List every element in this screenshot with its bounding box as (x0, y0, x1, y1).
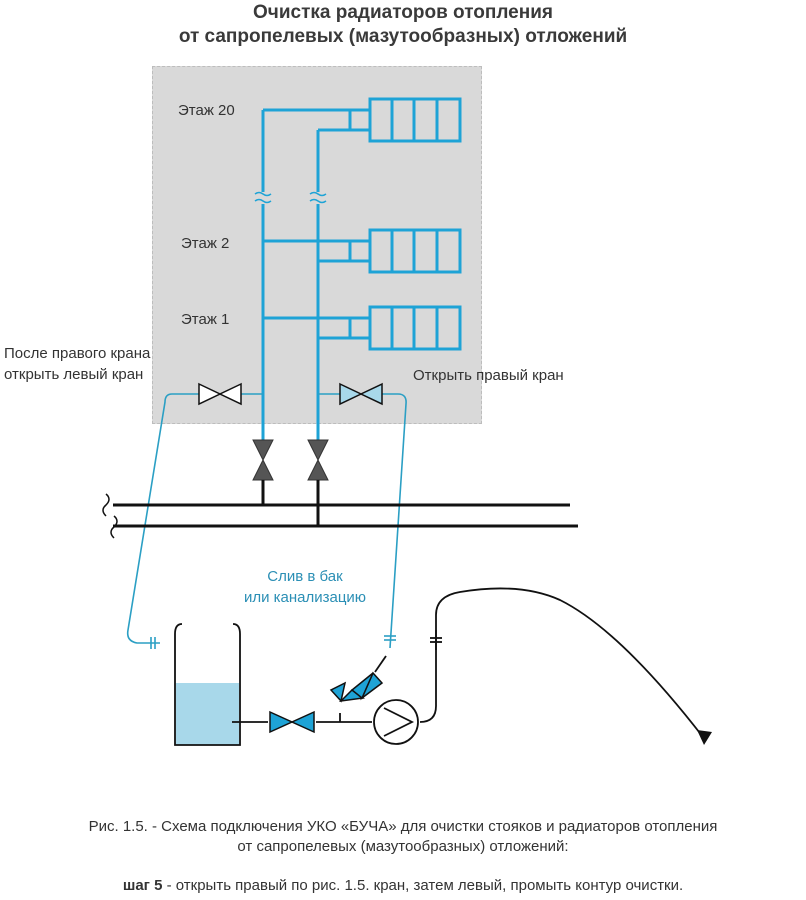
right-flush-hose (318, 393, 407, 649)
diagram-title-line2: от сапропелевых (мазутообразных) отложен… (178, 26, 628, 47)
caption-line2: от сапропелевых (мазутообразных) отложен… (237, 838, 569, 855)
drain-label-line2: или канализацию (243, 589, 367, 606)
left-hand-valve (198, 382, 242, 406)
caption-step: шаг 5 - открыть правый по рис. 1.5. кран… (0, 877, 806, 894)
pump (373, 699, 419, 745)
floor1-connections (263, 316, 370, 340)
caption-step-text: - открыть правый по рис. 1.5. кран, зате… (162, 877, 684, 894)
main-pipes (113, 503, 578, 528)
diagram-title-line1: Очистка радиаторов отопления (253, 2, 553, 23)
floor20-label: Этаж 20 (178, 102, 235, 119)
return-riser-valve (307, 439, 329, 481)
radiator-floor20 (368, 97, 462, 143)
left-flush-hose (126, 393, 263, 649)
caption-line1: Рис. 1.5. - Схема подключения УКО «БУЧА»… (88, 818, 718, 835)
riser-break-marks (254, 191, 327, 204)
drain-tank (174, 623, 241, 746)
diagonal-valve (329, 671, 384, 703)
floor2-connections (263, 239, 370, 263)
pump-loop-hoses (232, 587, 704, 738)
right-note: Открыть правый кран (413, 367, 564, 384)
supply-riser-valve (252, 439, 274, 481)
floor2-label: Этаж 2 (181, 235, 230, 252)
caption-step-number: шаг 5 (122, 877, 163, 894)
right-hand-valve (339, 382, 383, 406)
tank-outlet-valve (269, 710, 315, 734)
radiator-floor1 (368, 305, 462, 351)
main-pipe-break-marks (102, 493, 118, 539)
radiator-floor2 (368, 228, 462, 274)
floor20-connections (263, 108, 370, 132)
outlet-arrow (697, 730, 712, 745)
floor1-label: Этаж 1 (181, 311, 230, 328)
drain-label-line1: Слив в бак (267, 568, 343, 585)
left-note-line2: открыть левый кран (4, 366, 144, 383)
left-note-line1: После правого крана (4, 345, 151, 362)
riser-to-main-stubs (261, 480, 320, 526)
